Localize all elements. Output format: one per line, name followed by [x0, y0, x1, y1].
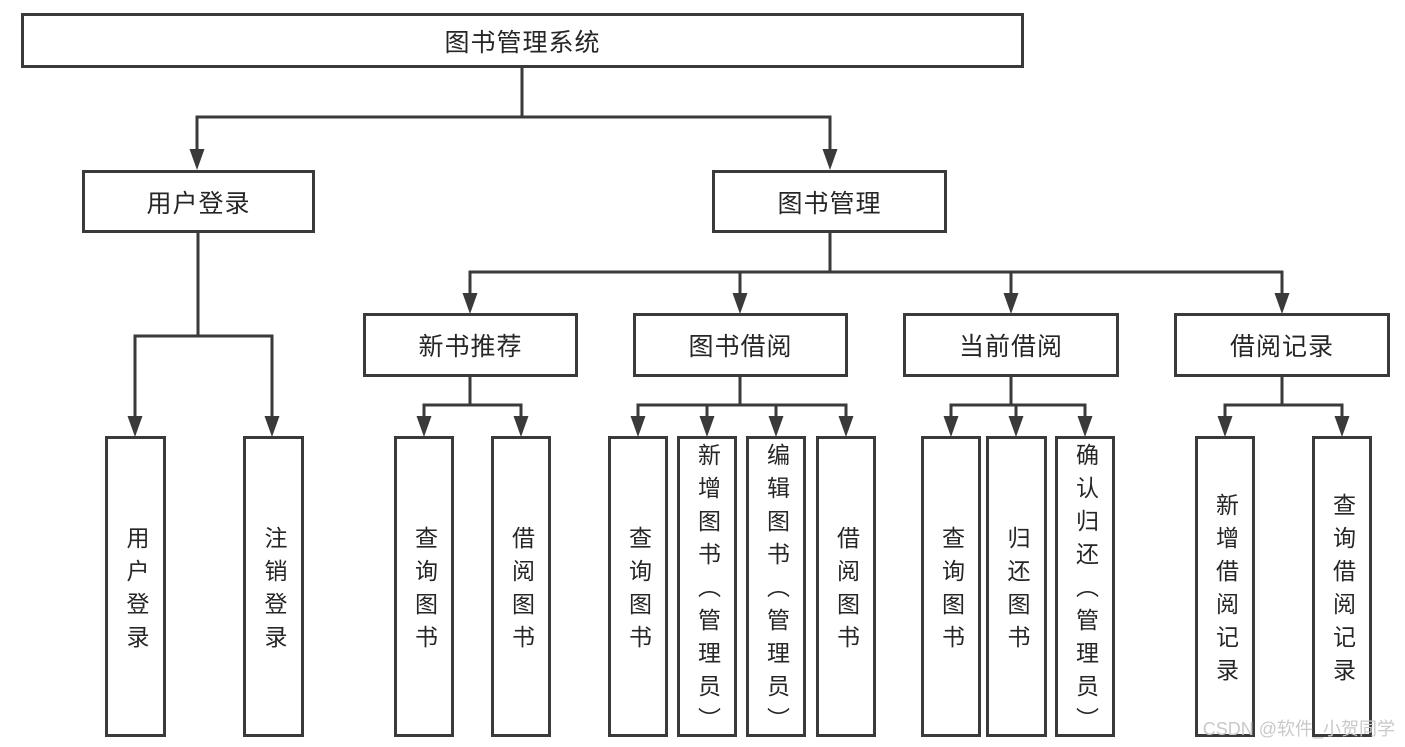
leaf-label: 查询图书	[411, 525, 438, 658]
leaf-label: 查询图书	[625, 525, 652, 658]
node-label: 当前借阅	[958, 333, 1063, 361]
leaf-borrow-books: 借阅图书	[816, 436, 876, 737]
node-new-book-recommendation: 新书推荐	[363, 313, 578, 377]
leaf-user-login: 用户登录	[105, 436, 166, 737]
node-book-borrowing: 图书借阅	[633, 313, 848, 377]
leaf-query-books-recommend: 查询图书	[394, 436, 454, 737]
leaf-confirm-return-admin: 确认归还（管理员）	[1055, 436, 1115, 740]
leaf-label: 编辑图书（管理员）	[763, 443, 790, 740]
leaf-label: 归还图书	[1004, 525, 1030, 658]
node-current-borrowing: 当前借阅	[903, 313, 1119, 377]
leaf-edit-books-admin: 编辑图书（管理员）	[746, 436, 806, 740]
leaf-add-borrow-record: 新增借阅记录	[1195, 436, 1255, 737]
leaf-label: 确认归还（管理员）	[1072, 443, 1099, 740]
node-borrowing-records: 借阅记录	[1174, 313, 1390, 377]
csdn-watermark: CSDN @软件_小贺同学	[1202, 719, 1395, 739]
node-label: 借阅记录	[1229, 333, 1334, 361]
node-user-login-branch: 用户登录	[82, 170, 315, 233]
node-label: 新书推荐	[418, 333, 523, 361]
node-book-management-branch: 图书管理	[712, 170, 947, 233]
leaf-label: 新增图书（管理员）	[694, 443, 721, 740]
node-label: 图书借阅	[688, 333, 793, 361]
leaf-borrow-books-recommend: 借阅图书	[491, 436, 551, 737]
leaf-label: 用户登录	[123, 525, 149, 658]
arrowhead-icons	[127, 149, 1350, 437]
leaf-query-borrow-record: 查询借阅记录	[1312, 436, 1372, 737]
connector-segments	[133, 68, 1344, 419]
leaf-logout: 注销登录	[243, 436, 304, 737]
leaf-label: 查询借阅记录	[1329, 492, 1356, 691]
leaf-label: 借阅图书	[508, 525, 535, 658]
node-label: 图书管理	[777, 189, 882, 218]
leaf-add-books-admin: 新增图书（管理员）	[677, 436, 737, 740]
node-label: 用户登录	[146, 189, 251, 218]
leaf-label: 新增借阅记录	[1212, 492, 1239, 691]
leaf-label: 查询图书	[938, 525, 965, 658]
leaf-return-books: 归还图书	[986, 436, 1047, 737]
leaf-query-books-borrow: 查询图书	[608, 436, 668, 737]
node-book-management-system: 图书管理系统	[21, 13, 1024, 68]
node-label: 图书管理系统	[444, 28, 601, 57]
leaf-query-books-current: 查询图书	[921, 436, 981, 737]
leaf-label: 注销登录	[261, 525, 287, 658]
leaf-label: 借阅图书	[833, 525, 860, 658]
